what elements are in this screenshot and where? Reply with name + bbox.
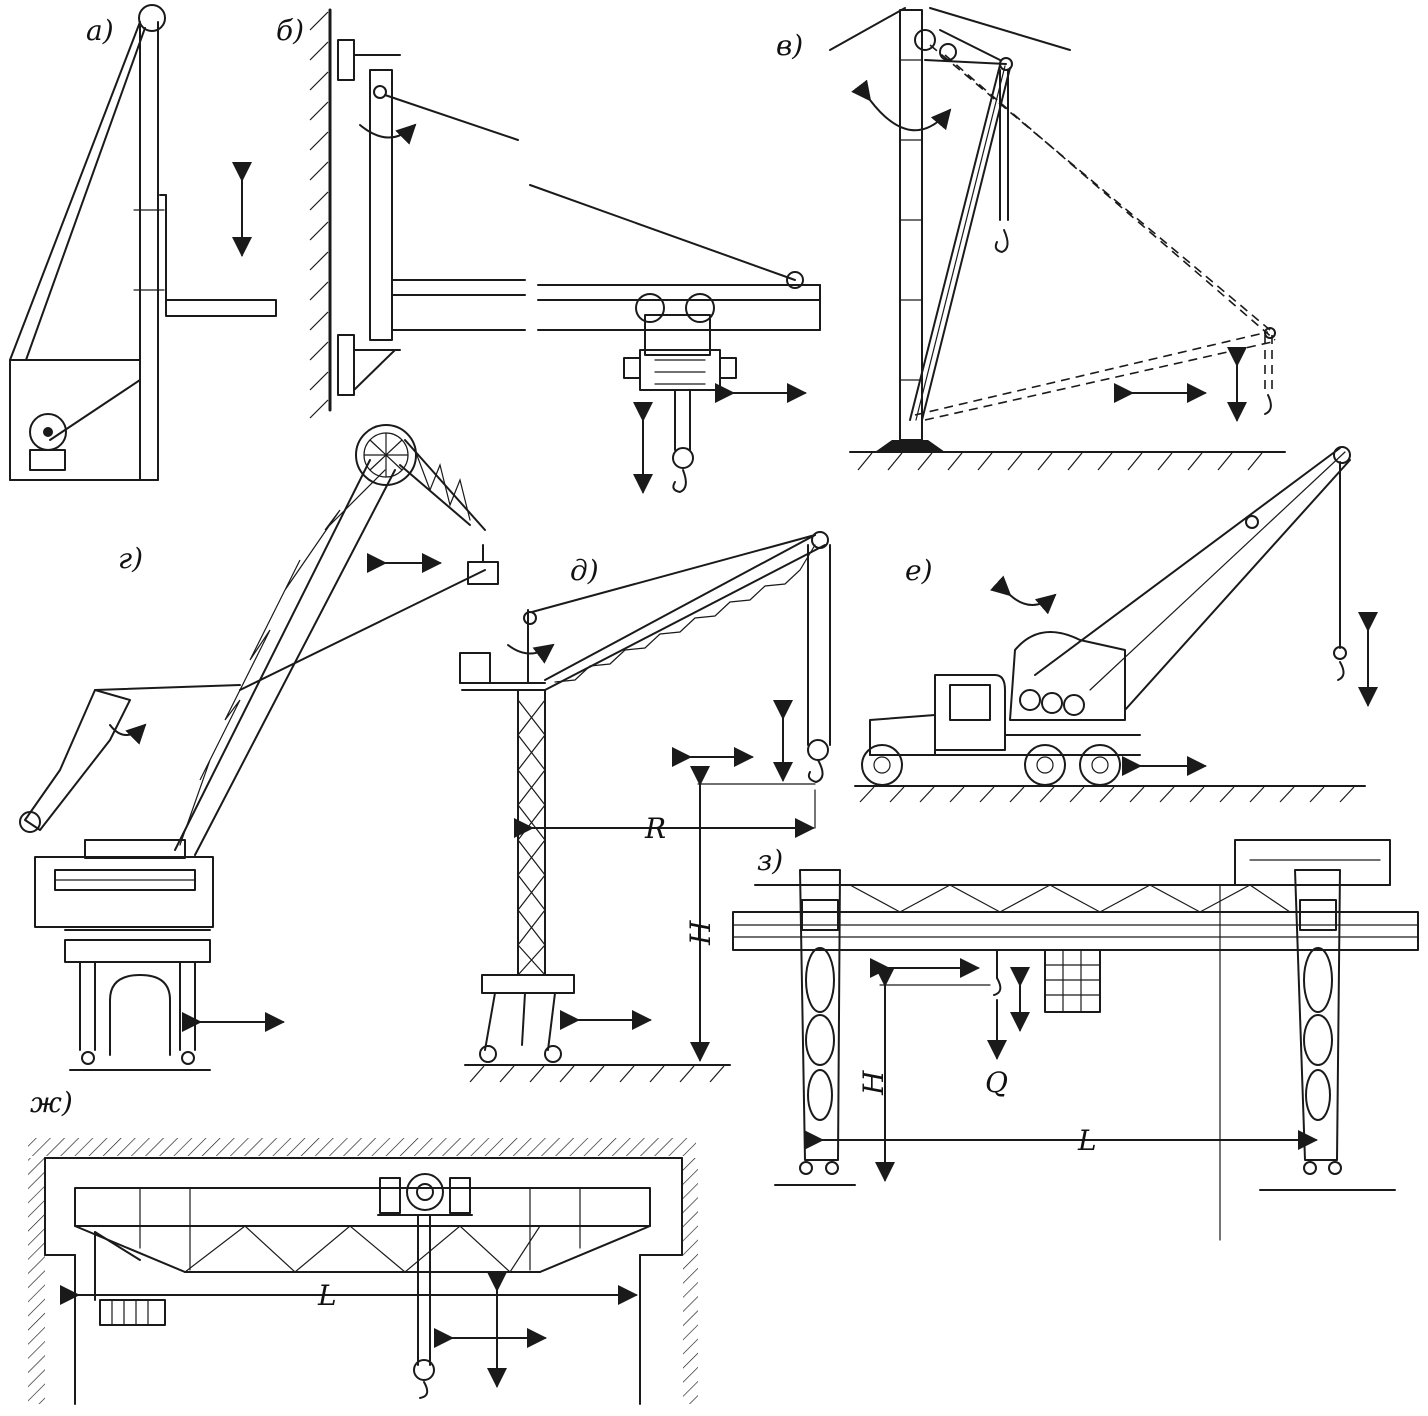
gantry-height-label: H (857, 1070, 890, 1096)
panel-zh-label: ж) (30, 1086, 73, 1119)
panel-a-label: а) (86, 14, 114, 47)
gantry-load-label: Q (985, 1066, 1008, 1099)
panel-e-label: е) (905, 554, 933, 587)
panel-d-tower-crane: д) (459, 531, 831, 1083)
tower-height-label: H (684, 920, 717, 946)
tower-reach-label: R (644, 812, 666, 845)
panel-e-truck-crane: е) (854, 446, 1378, 803)
panel-z-gantry-crane: з) Q H L (732, 839, 1419, 1241)
bridge-span-label: L (317, 1279, 337, 1312)
panel-z-label: з) (757, 844, 783, 877)
panel-a-jib-crane: а) (9, 4, 277, 481)
panel-zh-bridge-crane: ж) L (28, 1086, 698, 1405)
panel-d-label: д) (570, 554, 599, 587)
gantry-span-label: L (1077, 1124, 1097, 1157)
panel-v-label: в) (776, 29, 803, 62)
panel-g-portal-crane: г) (19, 424, 499, 1071)
panel-b-wall-crane: б) (276, 8, 821, 494)
panel-b-label: б) (276, 14, 304, 47)
panel-v-derrick-crane: в) (776, 7, 1286, 471)
panel-g-label: г) (118, 542, 143, 575)
